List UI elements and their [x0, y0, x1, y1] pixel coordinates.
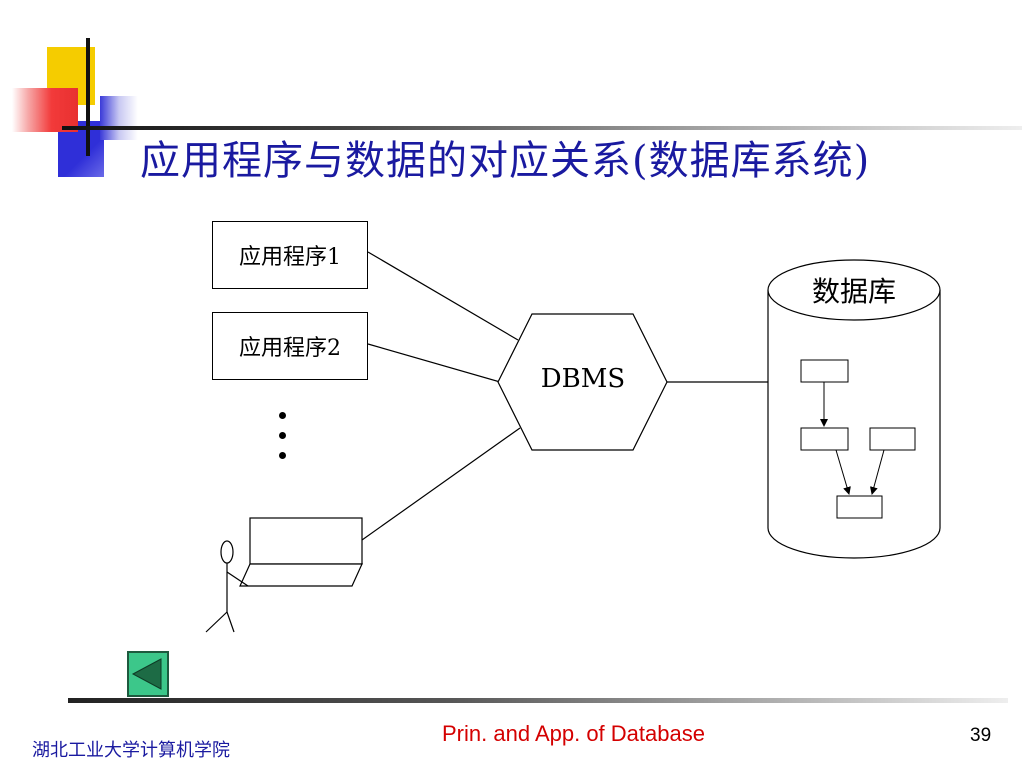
- footer-divider: [68, 698, 1008, 703]
- connector-user-dbms: [361, 427, 521, 541]
- data-arrow-2: [835, 449, 851, 495]
- page-number: 39: [970, 725, 992, 746]
- deco-vertical-line: [86, 38, 90, 156]
- connector-app1-dbms: [367, 251, 519, 341]
- data-arrow-3: [869, 449, 885, 495]
- app-label-2: 应用程序2: [239, 336, 341, 361]
- dbms-label: DBMS: [540, 364, 626, 394]
- deco-red-square: [12, 88, 78, 132]
- connector-app2-dbms: [367, 343, 501, 383]
- app-box-1: 应用程序1: [212, 221, 368, 289]
- triangle-left-icon: [131, 658, 162, 690]
- data-node-bottom: [836, 495, 883, 519]
- ellipsis-dot: [279, 452, 286, 459]
- database-cylinder: [767, 259, 941, 559]
- deco-blue-fade: [100, 96, 138, 140]
- footer-course: Prin. and App. of Database: [442, 721, 705, 746]
- title-underline: [62, 126, 1022, 130]
- ellipsis-dot: [279, 432, 286, 439]
- stick-figure-icon: [205, 540, 249, 633]
- vertical-ellipsis: [276, 412, 288, 472]
- computer-terminal-icon: [239, 517, 363, 587]
- dbms-hexagon: [497, 313, 668, 451]
- back-button[interactable]: [127, 651, 169, 697]
- data-node-mid-left: [800, 427, 849, 451]
- page-title: 应用程序与数据的对应关系(数据库系统): [140, 138, 871, 184]
- ellipsis-dot: [279, 412, 286, 419]
- database-label: 数据库: [811, 275, 896, 308]
- footer-school: 湖北工业大学计算机学院: [32, 740, 230, 761]
- app-label-1: 应用程序1: [239, 245, 341, 270]
- app-box-2: 应用程序2: [212, 312, 368, 380]
- data-node-mid-right: [869, 427, 916, 451]
- data-node-top: [800, 359, 849, 383]
- data-structure: [800, 359, 916, 519]
